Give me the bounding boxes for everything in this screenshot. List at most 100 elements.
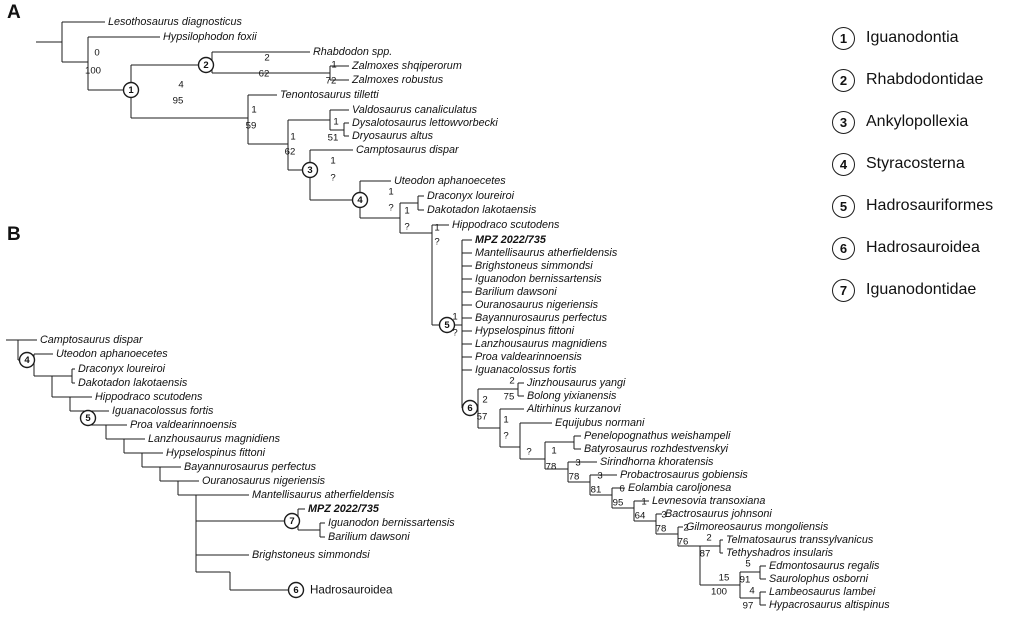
- support-value: 57: [477, 412, 488, 423]
- taxon-label: Lanzhousaurus magnidiens: [148, 433, 281, 445]
- legend-circle-number: 3: [832, 110, 855, 134]
- support-value: 78: [569, 472, 580, 483]
- taxon-label: Draconyx loureiroi: [78, 363, 166, 375]
- taxon-label: Lanzhousaurus magnidiens: [475, 338, 608, 350]
- legend-item-label: Ankylopollexia: [866, 113, 969, 130]
- support-value: 3: [597, 471, 602, 482]
- support-value: 6: [619, 484, 624, 495]
- legend-item-label: Iguanodontia: [866, 29, 959, 46]
- support-value: ?: [388, 203, 393, 214]
- legend-item: 5 Hadrosauriformes: [832, 194, 993, 218]
- legend-item: 3 Ankylopollexia: [832, 110, 993, 134]
- support-value: 78: [656, 524, 667, 535]
- legend-item-label: Iguanodontidae: [866, 281, 977, 298]
- support-value: 64: [635, 511, 646, 522]
- clade-node-circle: [461, 399, 479, 417]
- support-value: 1: [404, 206, 409, 217]
- taxon-label: Iguanodon bernissartensis: [475, 273, 602, 285]
- clade-node-circle: [122, 81, 140, 99]
- taxon-label: Mantellisaurus atherfieldensis: [252, 489, 395, 501]
- clade-node-number: 4: [357, 195, 363, 206]
- taxon-label: Hippodraco scutodens: [452, 219, 560, 231]
- taxon-label: Valdosaurus canaliculatus: [352, 104, 478, 116]
- taxon-label: Gilmoreosaurus mongoliensis: [686, 521, 829, 533]
- taxon-label: Zalmoxes shqiperorum: [351, 60, 462, 72]
- support-value: 76: [678, 537, 689, 548]
- taxon-label: Sirindhorna khoratensis: [600, 456, 714, 468]
- legend-item-label: Styracosterna: [866, 155, 965, 172]
- taxon-label: Iguanacolossus fortis: [112, 405, 214, 417]
- clade-node-circle: [197, 56, 215, 74]
- legend-item: 4 Styracosterna: [832, 152, 993, 176]
- legend-circle-number: 7: [832, 278, 855, 302]
- taxon-label: Camptosaurus dispar: [40, 334, 143, 346]
- support-value: 95: [613, 498, 624, 509]
- support-value: 3: [575, 458, 580, 469]
- taxon-label: Probactrosaurus gobiensis: [620, 469, 748, 481]
- taxon-label: Tethyshadros insularis: [726, 547, 834, 559]
- panel-b-label: B: [7, 224, 21, 245]
- support-value: 1: [551, 446, 556, 457]
- support-value: 1: [388, 187, 393, 198]
- clade-node-number: 7: [289, 516, 294, 527]
- taxon-label: Bayannurosaurus perfectus: [475, 312, 608, 324]
- taxon-label: Barilium dawsoni: [475, 286, 557, 298]
- clade-node-circle: [287, 581, 305, 599]
- support-value: 2: [509, 376, 514, 387]
- taxon-label: MPZ 2022/735: [308, 503, 380, 515]
- support-value: ?: [526, 447, 531, 458]
- support-value: 5: [745, 559, 750, 570]
- taxon-label: Rhabdodon spp.: [313, 46, 392, 58]
- legend-item-label: Hadrosauriformes: [866, 197, 994, 214]
- legend-item: 2 Rhabdodontidae: [832, 68, 993, 92]
- clade-node-number: 2: [203, 60, 208, 71]
- support-value: 75: [504, 392, 515, 403]
- clade-node-circle: [301, 161, 319, 179]
- support-value: 1: [452, 312, 457, 323]
- taxon-label: Dysalotosaurus lettowvorbecki: [352, 117, 498, 129]
- support-value: 3: [661, 510, 666, 521]
- support-value: 62: [259, 69, 270, 80]
- support-value: 2: [264, 53, 269, 64]
- taxon-label: Tenontosaurus tilletti: [280, 89, 379, 101]
- support-value: 87: [700, 549, 711, 560]
- taxon-label: Proa valdearinnoensis: [130, 419, 237, 431]
- taxon-label: Dakotadon lakotaensis: [78, 377, 188, 389]
- support-value: 59: [246, 121, 257, 132]
- clade-node-number: 5: [85, 413, 91, 424]
- support-value: 15: [719, 573, 730, 584]
- taxon-label: Hypacrosaurus altispinus: [769, 599, 890, 611]
- support-value: 1: [251, 105, 256, 116]
- taxon-label: Iguanacolossus fortis: [475, 364, 577, 376]
- legend-item: 1 Iguanodontia: [832, 26, 993, 50]
- legend-item: 6 Hadrosauroidea: [832, 236, 993, 260]
- panel-a-label: A: [7, 2, 21, 23]
- clade-node-number: 1: [128, 85, 134, 96]
- legend-item: 7 Iguanodontidae: [832, 278, 993, 302]
- legend-item-label: Hadrosauroidea: [866, 239, 980, 256]
- taxon-label: Draconyx loureiroi: [427, 190, 515, 202]
- support-value: ?: [452, 328, 457, 339]
- taxon-label: Proa valdearinnoensis: [475, 351, 582, 363]
- support-value: 95: [173, 96, 184, 107]
- clade-node-circle: [18, 351, 36, 369]
- clade-node-number: 3: [307, 165, 312, 176]
- taxon-label: Brighstoneus simmondsi: [252, 549, 370, 561]
- support-value: 91: [740, 575, 751, 586]
- taxon-label: MPZ 2022/735: [475, 234, 547, 246]
- clade-node-circle: [79, 409, 97, 427]
- support-value: 100: [711, 587, 727, 598]
- taxon-label: Hypsilophodon foxii: [163, 31, 257, 43]
- taxon-label: Ouranosaurus nigeriensis: [202, 475, 326, 487]
- taxon-label: Eolambia caroljonesa: [628, 482, 731, 494]
- taxon-label: Penelopognathus weishampeli: [584, 430, 731, 442]
- legend-circle-number: 1: [832, 26, 855, 50]
- taxon-label: Edmontosaurus regalis: [769, 560, 880, 572]
- clade-node-circle: [438, 316, 456, 334]
- taxon-label: Camptosaurus dispar: [356, 144, 459, 156]
- support-value: 2: [683, 523, 688, 534]
- taxon-label: Uteodon aphanoecetes: [56, 348, 168, 360]
- taxon-label: Altirhinus kurzanovi: [526, 403, 621, 415]
